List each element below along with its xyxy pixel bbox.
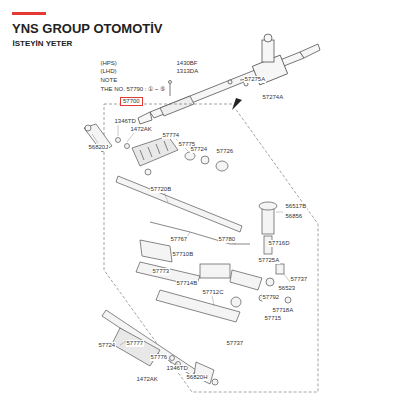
callout-number: 57780 (218, 236, 236, 243)
callout-number: 57710B (172, 251, 194, 258)
callout-number: 56820H (186, 374, 208, 381)
callout-number: 1472AK (136, 376, 158, 383)
callout-number: 57737 (226, 340, 244, 347)
note-text: NOTE (100, 77, 118, 84)
callout-number: 57724 (190, 146, 208, 153)
slogan: İSTEYİN YETER (12, 40, 73, 47)
callout-number: 1472AK (130, 126, 152, 133)
callout-number: 57712C (202, 289, 224, 296)
callout-number: 57715 (264, 315, 282, 322)
callout-number: 56820J (88, 144, 109, 151)
callout-number: 57700 (123, 98, 140, 104)
callout-number: 57720B (150, 186, 172, 193)
callout-number: 57737 (290, 276, 308, 283)
callout-number: 57767 (170, 236, 188, 243)
note-text: THE NO. 57790 : ① ~ ⑤ (100, 86, 166, 93)
callout-number: 56517B (285, 203, 307, 210)
callout-number: 57773 (152, 268, 170, 275)
callout-number: 57718A (272, 307, 294, 314)
callout-number: 1346TD (114, 118, 136, 125)
callout-number: 56523 (278, 285, 296, 292)
callout-number: 57792 (262, 294, 280, 301)
callout-number: 57724 (98, 342, 116, 349)
callout-number: 57716D (268, 240, 290, 247)
callout-number: 57776 (150, 354, 168, 361)
note-text: (HPS) (100, 60, 117, 67)
callout-number: 57274A (262, 94, 284, 101)
callout-number: 57725A (258, 257, 280, 264)
callout-number: 56856 (285, 213, 303, 220)
callout-number: 57714B (176, 280, 198, 287)
part-number-box: 57700 (120, 97, 143, 106)
note-text: (LHD) (100, 68, 117, 75)
callout-number: 57777 (126, 340, 144, 347)
callout-number: 57774 (162, 132, 180, 139)
callout-number: 1313DA (176, 68, 199, 75)
callout-number: 1346TD (166, 365, 188, 372)
callout-number: 57275A (244, 76, 266, 83)
callout-number: 57726 (216, 148, 234, 155)
callout-number: 1430BF (176, 60, 198, 67)
brand-title: YNS GROUP OTOMOTİV (12, 21, 162, 36)
